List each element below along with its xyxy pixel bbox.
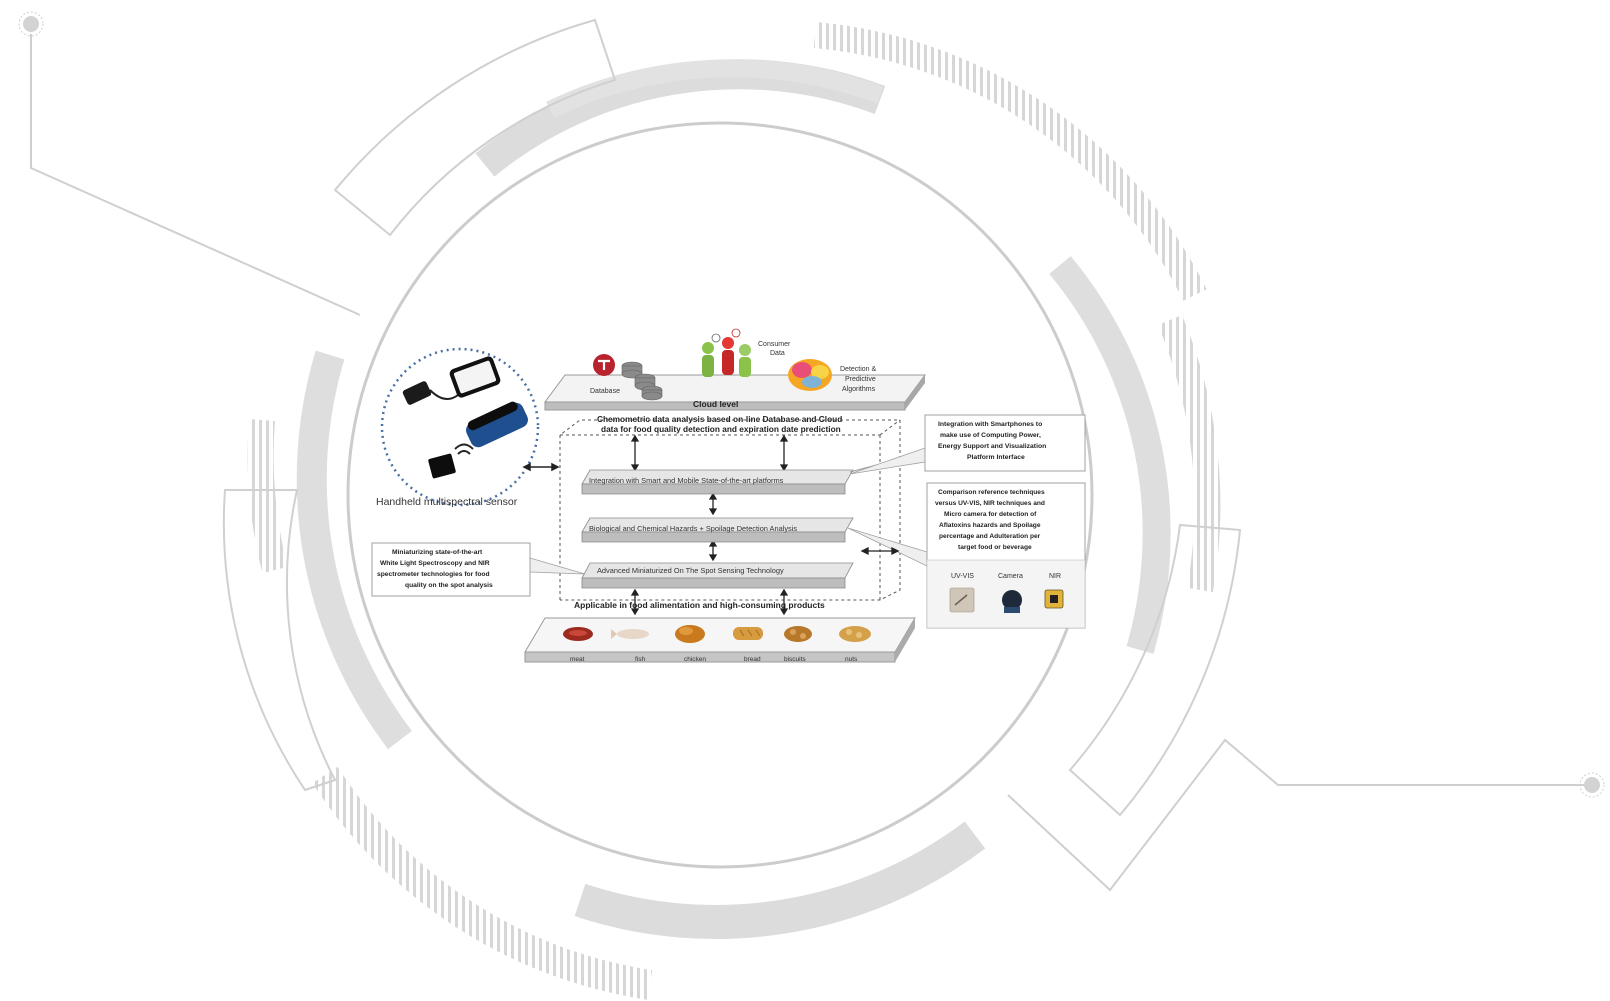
- algorithms-label-3: Algorithms: [842, 386, 876, 393]
- bracket-right: [1068, 523, 1242, 817]
- arc-right-thick: [1049, 256, 1171, 654]
- note-miniaturizing: Miniaturizing state-of-the-art White Lig…: [371, 542, 586, 597]
- layer-hazards-label: Biological and Chemical Hazards + Spoila…: [589, 524, 797, 533]
- vertical-arrows: [630, 434, 789, 616]
- chemometric-line-2: data for food quality detection and expi…: [601, 424, 841, 434]
- usb-cable: [429, 389, 459, 400]
- dashed-stack-box: [559, 419, 901, 601]
- food-label-meat: meat: [570, 656, 585, 663]
- layer-integration-label: Integration with Smart and Mobile State-…: [589, 476, 784, 485]
- node-bottom-right: [1584, 777, 1600, 793]
- food-label-biscuits: biscuits: [784, 656, 806, 663]
- database-logo-mark: [598, 359, 610, 370]
- database-label: Database: [590, 388, 620, 395]
- arc-left-hatched: [247, 418, 288, 574]
- node-bottom-right-ring: [1579, 772, 1605, 798]
- database-stack-icon: [621, 361, 663, 401]
- nuts-icon: [839, 626, 871, 642]
- note-miniaturizing-line-4: quality on the spot analysis: [405, 582, 493, 589]
- arc-top-hatched: [813, 22, 1207, 301]
- bracket-left: [222, 489, 337, 792]
- food-platform: meat fish chicken bread biscuits nuts: [524, 617, 916, 663]
- decorative-frame: [18, 11, 1605, 1000]
- camera-device-base: [1004, 607, 1020, 613]
- note-miniaturizing-line-1: Miniaturizing state-of-the-art: [392, 549, 483, 556]
- circuit-line-bottom-right: [1007, 738, 1587, 892]
- note-miniaturizing-line-2: White Light Spectroscopy and NIR: [380, 560, 490, 567]
- wifi-icon: [454, 443, 474, 455]
- spectrometer-top: [467, 401, 518, 431]
- main-ring: [346, 121, 1094, 869]
- note-smartphones-line-4: Platform Interface: [967, 454, 1025, 461]
- layer-hazards: Biological and Chemical Hazards + Spoila…: [581, 517, 854, 543]
- technique-camera-label: Camera: [998, 573, 1023, 580]
- food-icons: [563, 625, 871, 643]
- food-label-nuts: nuts: [845, 656, 858, 663]
- layer-integration: Integration with Smart and Mobile State-…: [581, 469, 854, 495]
- note-comparison-line-6: target food or beverage: [958, 544, 1032, 551]
- technique-nir-label: NIR: [1049, 573, 1061, 580]
- mini-sensor-icon: [428, 453, 456, 479]
- fish-icon: [617, 629, 649, 639]
- note-comparison-line-3: Micro camera for detection of: [944, 511, 1037, 518]
- cloud-level-label: Cloud level: [693, 399, 738, 409]
- note-smartphones-line-1: Integration with Smartphones to: [938, 421, 1042, 428]
- algorithms-label-2: Predictive: [845, 376, 876, 383]
- food-label-bread: bread: [744, 656, 761, 663]
- arrow-sensing-techniques: [860, 546, 900, 556]
- note-miniaturizing-line-3: spectrometer technologies for food: [377, 571, 490, 578]
- circuit-line-top-left: [30, 34, 361, 316]
- bracket-top-left: [333, 18, 617, 237]
- usb-device-icon: [402, 381, 432, 405]
- chemometric-line-1: Chemometric data analysis based on-line …: [597, 414, 842, 424]
- arc-top-thick-2: [546, 59, 884, 119]
- note-comparison-line-1: Comparison reference techniques: [938, 489, 1045, 496]
- consumer-people-icon: [702, 328, 751, 377]
- biscuits-icon: [784, 626, 812, 642]
- note-comparison-line-4: Aflatoxins hazards and Spoilage: [939, 522, 1041, 529]
- handheld-sensor: Handheld multispectral sensor: [376, 347, 540, 508]
- layer-sensing-label: Advanced Miniaturized On The Spot Sensin…: [597, 566, 784, 575]
- note-smartphones-line-2: make use of Computing Power,: [940, 432, 1041, 439]
- applicable-label: Applicable in food alimentation and high…: [574, 600, 825, 610]
- node-top-left-ring: [18, 11, 44, 37]
- note-comparison-line-5: percentage and Adulteration per: [939, 533, 1041, 540]
- smartphone-screen: [453, 360, 497, 394]
- note-smartphones: Integration with Smartphones to make use…: [849, 414, 1086, 475]
- arc-top-thick: [475, 59, 886, 177]
- spectrometer-device-icon: [466, 402, 528, 448]
- camera-device-icon: [1002, 590, 1022, 610]
- arrow-sensor-stack: [522, 462, 560, 472]
- arc-bottom-thick: [574, 821, 986, 939]
- brain-icon: [788, 359, 832, 391]
- food-label-chicken: chicken: [684, 656, 706, 663]
- cloud-level-platform: Database Consumer Data Detection & Predi…: [544, 328, 926, 411]
- food-label-fish: fish: [635, 656, 646, 663]
- consumer-label-2: Data: [770, 350, 785, 357]
- algorithms-label-1: Detection &: [840, 366, 877, 373]
- technique-uvvis-label: UV-VIS: [951, 573, 974, 580]
- node-top-left: [23, 16, 39, 32]
- note-comparison: Comparison reference techniques versus U…: [847, 482, 1086, 629]
- nir-device-detail: [1050, 595, 1058, 603]
- consumer-label-1: Consumer: [758, 341, 791, 348]
- note-smartphones-line-3: Energy Support and Visualization: [938, 443, 1046, 450]
- arc-right-hatched: [1158, 314, 1221, 593]
- layer-sensing: Advanced Miniaturized On The Spot Sensin…: [581, 562, 854, 589]
- uvvis-device-detail: [954, 594, 968, 606]
- note-comparison-line-2: versus UV-VIS, NIR techniques and: [935, 500, 1045, 507]
- arc-bottom-hatched: [312, 766, 653, 1000]
- cloud-platform-edge: [905, 375, 925, 410]
- arc-left-thick: [296, 350, 412, 750]
- sensor-caption: Handheld multispectral sensor: [376, 496, 518, 508]
